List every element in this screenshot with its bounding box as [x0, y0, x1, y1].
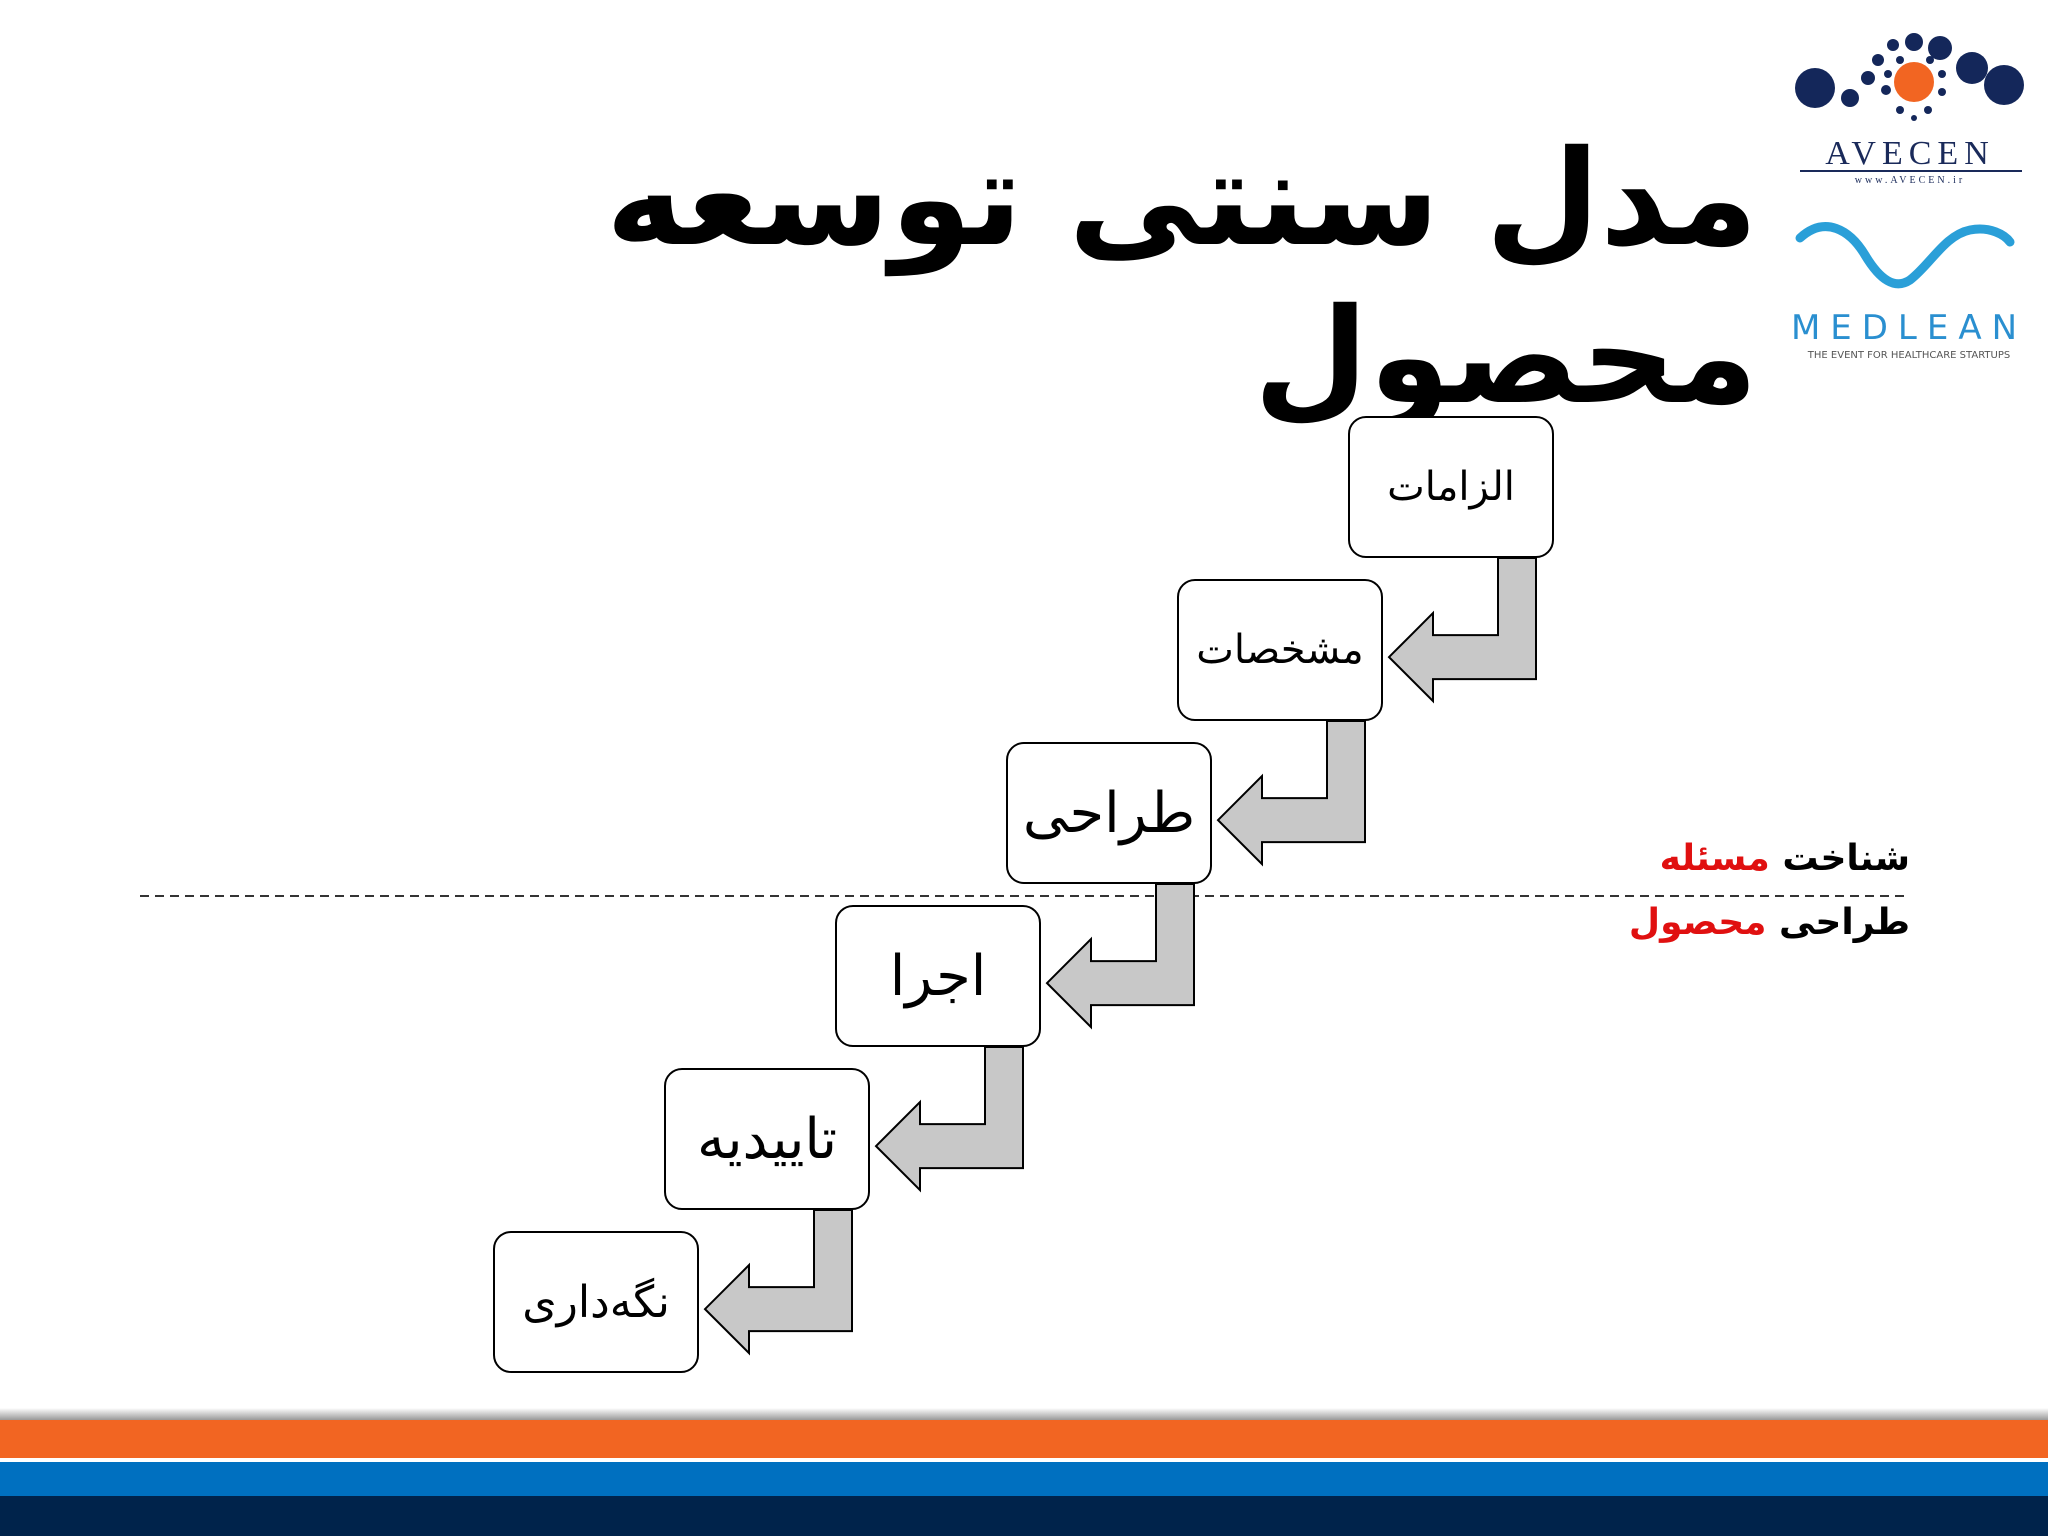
- elbow-arrow-icon: [1216, 720, 1366, 867]
- footer-stripe-orange: [0, 1420, 2048, 1458]
- step-box-specifications: مشخصات: [1177, 579, 1383, 721]
- step-arrows: [703, 557, 1537, 1356]
- footer-stripe-blue: [0, 1462, 2048, 1496]
- step-label: نگه‌داری: [522, 1276, 670, 1328]
- avecen-url: www.AVECEN.ir: [1854, 175, 1966, 186]
- elbow-arrow-icon: [703, 1209, 853, 1356]
- footer-shadow: [0, 1408, 2048, 1420]
- medlean-wave-icon: [1795, 222, 2015, 289]
- medlean-logo: MEDLEAN THE EVENT FOR HEALTHCARE STARTUP…: [1780, 220, 2038, 370]
- phase-label-product-design: طراحی محصول: [1629, 902, 1910, 943]
- footer-stripe-navy: [0, 1496, 2048, 1536]
- step-label: اجرا: [889, 943, 987, 1009]
- elbow-arrow-icon: [874, 1046, 1024, 1193]
- phase-word: طراحی: [1778, 902, 1910, 943]
- step-box-implementation: اجرا: [835, 905, 1041, 1047]
- footer-stripe-white: [0, 1458, 2048, 1462]
- step-label: تاییدیه: [696, 1106, 838, 1172]
- avecen-logo: AVECEN www.AVECEN.ir: [1790, 30, 2030, 200]
- step-box-design: طراحی: [1006, 742, 1212, 884]
- phase-word-highlight: مسئله: [1659, 838, 1770, 879]
- avecen-wordmark: AVECEN: [1825, 135, 1995, 172]
- elbow-arrow-icon: [1387, 557, 1537, 704]
- avecen-divider: [1800, 170, 2022, 172]
- step-box-maintenance: نگه‌داری: [493, 1231, 699, 1373]
- phase-label-problem-discovery: شناخت مسئله: [1660, 838, 1910, 879]
- step-box-verification: تاییدیه: [664, 1068, 870, 1210]
- slide-title: مدل سنتی توسعه محصول: [605, 122, 1758, 435]
- medlean-wordmark: MEDLEAN: [1790, 308, 2028, 348]
- elbow-arrow-icon: [1045, 883, 1195, 1030]
- step-box-requirements: الزامات: [1348, 416, 1554, 558]
- phase-word-highlight: محصول: [1628, 902, 1767, 943]
- medlean-tagline: THE EVENT FOR HEALTHCARE STARTUPS: [1807, 350, 2011, 361]
- step-label: الزامات: [1387, 464, 1515, 510]
- phase-word: شناخت: [1782, 838, 1910, 879]
- step-label: طراحی: [1022, 780, 1196, 846]
- avecen-dots-icon: [1795, 33, 2024, 121]
- step-label: مشخصات: [1196, 627, 1364, 673]
